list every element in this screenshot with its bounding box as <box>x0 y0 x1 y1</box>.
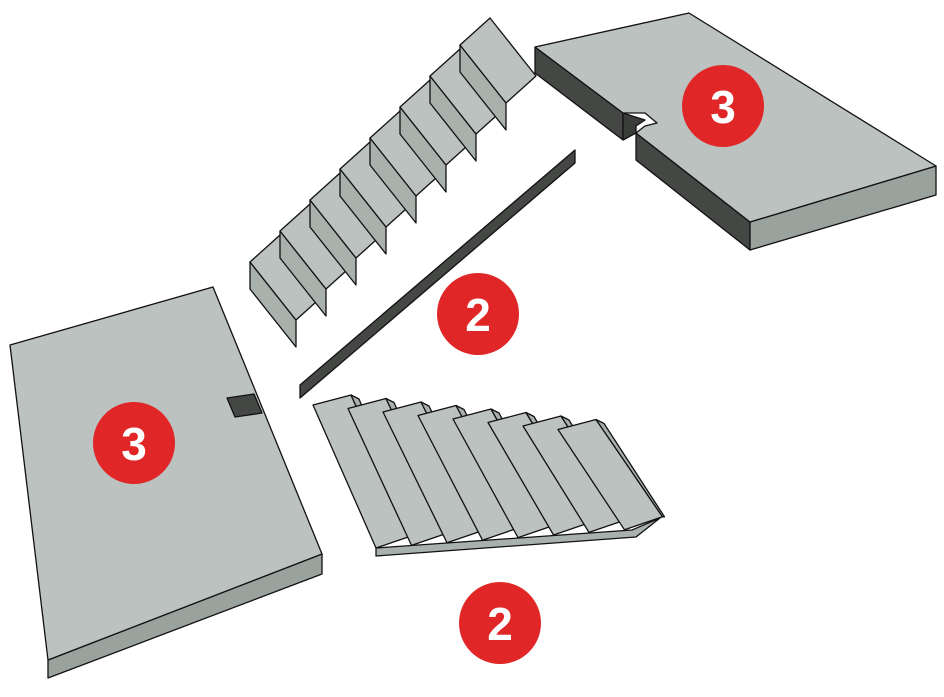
stair-flight-lower <box>312 394 666 557</box>
landing-slab-lower-left <box>9 286 323 679</box>
upper-step-tread <box>459 17 537 104</box>
badge-landing-lower: 3 <box>93 402 175 484</box>
upper-step-group <box>249 17 537 348</box>
badge-landing-lower-label: 3 <box>121 418 147 470</box>
lower-step-edge <box>595 418 666 518</box>
lower-step-group <box>312 394 666 549</box>
badge-landing-upper: 3 <box>682 65 764 147</box>
badge-flight-lower-label: 2 <box>487 598 513 650</box>
badge-landing-upper-label: 3 <box>710 81 736 133</box>
stair-flight-upper <box>249 17 576 399</box>
badge-flight-lower: 2 <box>459 582 541 664</box>
badge-flight-upper: 2 <box>437 273 519 355</box>
badge-flight-upper-label: 2 <box>465 289 491 341</box>
